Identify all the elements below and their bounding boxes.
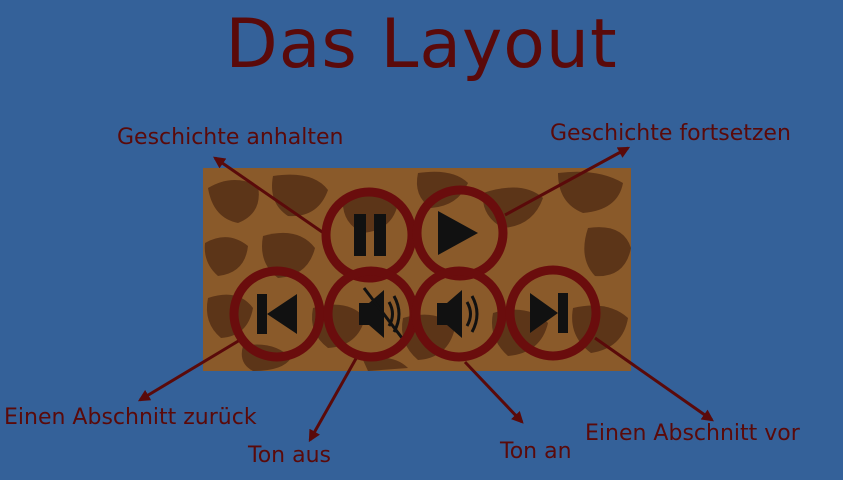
pause-icon	[354, 214, 386, 256]
arrow-play	[504, 146, 631, 217]
skip-forward-icon	[530, 293, 568, 333]
skip-back-icon	[257, 294, 297, 334]
arrow-mute	[308, 354, 360, 443]
arrow-unmute	[463, 360, 524, 424]
previous-section-button[interactable]	[229, 266, 325, 362]
arrow-next	[594, 336, 714, 422]
arrow-prev	[137, 338, 241, 402]
label-previous-section: Einen Abschnitt zurück	[4, 405, 257, 430]
page-title: Das Layout	[225, 5, 618, 84]
sound-on-button[interactable]	[411, 266, 507, 362]
label-next-section: Einen Abschnitt vor	[585, 421, 800, 446]
next-section-button[interactable]	[505, 265, 601, 361]
label-pause: Geschichte anhalten	[117, 125, 344, 150]
sound-on-icon	[437, 290, 479, 338]
play-icon	[438, 211, 478, 255]
arrow-pause	[213, 156, 329, 238]
label-play: Geschichte fortsetzen	[550, 121, 791, 146]
label-sound-on: Ton an	[500, 439, 572, 464]
play-button[interactable]	[412, 185, 508, 281]
pause-button[interactable]	[321, 187, 417, 283]
label-sound-off: Ton aus	[248, 443, 331, 468]
sound-off-icon	[359, 287, 404, 339]
sound-off-button[interactable]	[323, 266, 419, 362]
